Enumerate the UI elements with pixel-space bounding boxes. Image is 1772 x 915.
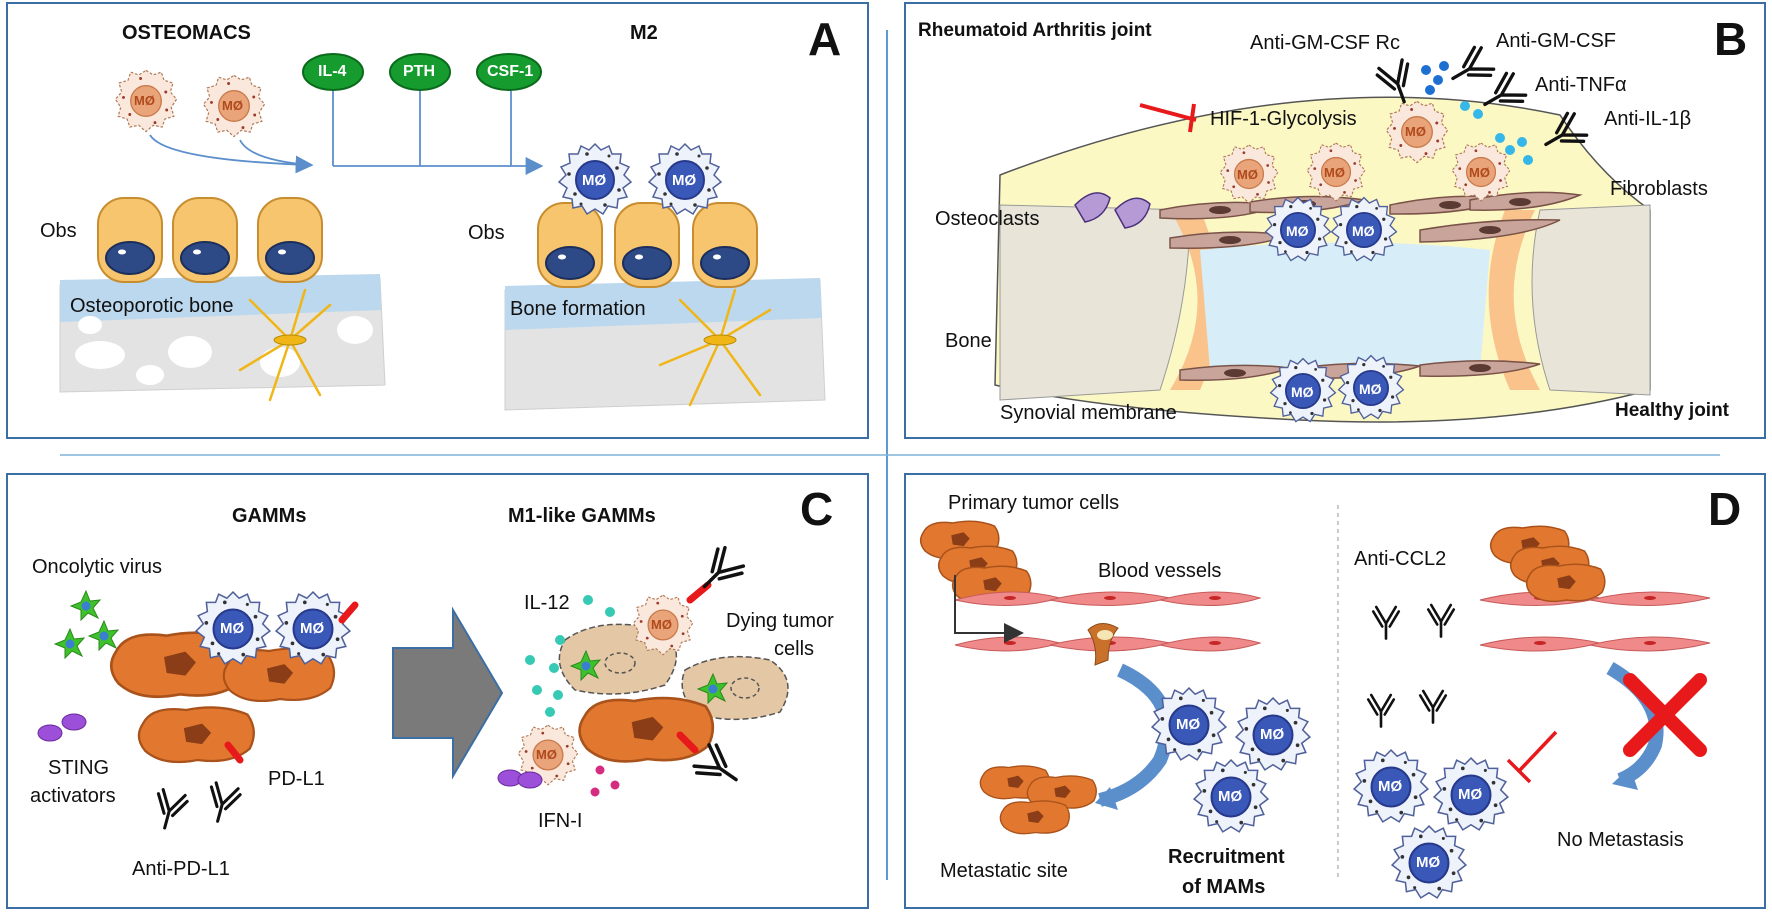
il4-badge [302, 53, 364, 91]
macrophage-label: MØ [1378, 778, 1403, 795]
pth-badge [389, 53, 451, 91]
dying-cells-label: cells [774, 638, 815, 660]
panel-a-letter: A [808, 13, 842, 65]
healthy-joint-label: Healthy joint [1615, 400, 1730, 421]
macrophage-label: MØ [1352, 223, 1375, 239]
macrophage-label: MØ [1324, 165, 1345, 180]
obs-right-label: Obs [468, 222, 505, 244]
macrophage-label: MØ [1176, 716, 1201, 733]
macrophage-label: MØ [300, 620, 325, 637]
panel-d-graphics [919, 505, 1711, 899]
m1-like-gamms-title: M1-like GAMMs [508, 505, 656, 527]
panel-b-letter: B [1714, 13, 1748, 65]
panel-b-graphics [994, 42, 1651, 423]
macrophage-label: MØ [1405, 124, 1426, 139]
anti-gmcsf-label: Anti-GM-CSF [1496, 30, 1616, 52]
il4-label: IL-4 [318, 63, 347, 80]
fibroblasts-label: Fibroblasts [1610, 178, 1708, 200]
blood-vessels-label: Blood vessels [1098, 560, 1222, 582]
anti-il1b-label: Anti-IL-1β [1604, 108, 1692, 130]
macrophage-label: MØ [134, 93, 155, 108]
macrophage-label: MØ [582, 172, 607, 189]
csf1-label: CSF-1 [487, 63, 534, 80]
panel-a-graphics [59, 53, 826, 411]
no-metastasis-label: No Metastasis [1557, 829, 1684, 851]
panel-c-letter: C [800, 483, 834, 535]
hif-glycolysis-label: HIF-1-Glycolysis [1210, 108, 1357, 130]
macrophage-label: MØ [672, 172, 697, 189]
panel-c-graphics [37, 543, 789, 834]
gamms-title: GAMMs [232, 505, 307, 527]
pdl1-label: PD-L1 [268, 768, 325, 790]
macrophage-label: MØ [1359, 381, 1382, 397]
activators-label: activators [30, 785, 116, 807]
ifn-label: IFN-I [538, 810, 583, 832]
ra-joint-title: Rheumatoid Arthritis joint [918, 20, 1152, 41]
panel-d-frame [904, 473, 1766, 909]
anti-pdl1-label: Anti-PD-L1 [132, 858, 230, 880]
macrophage-label: MØ [1416, 854, 1441, 871]
recruitment-label: Recruitment [1168, 846, 1285, 868]
of-mams-label: of MAMs [1182, 876, 1266, 898]
macrophage-label: MØ [1469, 165, 1490, 180]
macrophage-label: MØ [1260, 726, 1285, 743]
macrophage-label: MØ [536, 747, 557, 762]
dying-tumor-label: Dying tumor [726, 610, 834, 632]
panel-d-letter: D [1708, 483, 1742, 535]
osteomacs-title: OSTEOMACS [122, 22, 251, 44]
synovial-membrane-label: Synovial membrane [1000, 402, 1177, 424]
pth-label: PTH [403, 63, 435, 80]
macrophage-label: MØ [220, 620, 245, 637]
bone-formation-label: Bone formation [510, 298, 646, 320]
obs-left-label: Obs [40, 220, 77, 242]
macrophage-label: MØ [1237, 167, 1258, 182]
primary-tumor-label: Primary tumor cells [948, 492, 1120, 514]
anti-gmcsf-rc-label: Anti-GM-CSF Rc [1250, 32, 1400, 54]
csf1-badge [476, 53, 542, 91]
m2-title: M2 [630, 22, 658, 44]
osteoclasts-label: Osteoclasts [935, 208, 1040, 230]
macrophage-label: MØ [1291, 384, 1314, 400]
macrophage-label: MØ [1458, 786, 1483, 803]
metastatic-site-label: Metastatic site [940, 860, 1068, 882]
macrophage-label: MØ [1286, 223, 1309, 239]
sting-label: STING [48, 757, 110, 779]
macrophage-label: MØ [651, 617, 672, 632]
osteoporotic-bone-label: Osteoporotic bone [70, 295, 234, 317]
macrophage-label: MØ [222, 98, 243, 113]
il12-label: IL-12 [524, 592, 570, 614]
macrophage-label: MØ [1218, 788, 1243, 805]
anti-ccl2-label: Anti-CCL2 [1354, 548, 1447, 570]
oncolytic-virus-label: Oncolytic virus [32, 556, 163, 578]
anti-tnf-label: Anti-TNFα [1535, 74, 1627, 96]
bone-label: Bone [945, 330, 992, 352]
